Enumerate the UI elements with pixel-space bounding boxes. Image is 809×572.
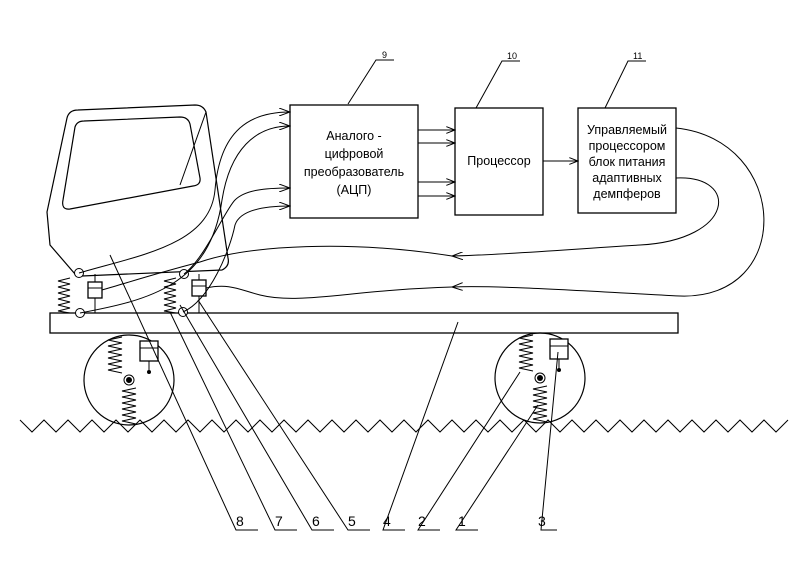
power-line-2: процессором bbox=[589, 139, 666, 153]
cab-damper-left bbox=[87, 274, 103, 313]
cab-damper-right bbox=[191, 274, 207, 313]
power-line-3: блок питания bbox=[589, 155, 666, 169]
block-number-9: 9 bbox=[382, 50, 387, 60]
adc-block: Аналого - цифровой преобразователь (АЦП) bbox=[289, 104, 419, 219]
power-block: Управляемый процессором блок питания ада… bbox=[577, 107, 677, 214]
processor-block: Процессор bbox=[454, 107, 544, 216]
power-line-5: демпферов bbox=[593, 187, 661, 201]
callout-6: 6 bbox=[312, 513, 320, 529]
callout-3: 3 bbox=[538, 513, 546, 529]
power-line-1: Управляемый bbox=[587, 123, 667, 137]
block-number-11: 11 bbox=[633, 51, 642, 61]
callout-1: 1 bbox=[458, 513, 466, 529]
cab-spring-left bbox=[57, 277, 71, 314]
adc-line-3: преобразователь bbox=[304, 165, 404, 179]
callout-2: 2 bbox=[418, 513, 426, 529]
adc-line-2: цифровой bbox=[325, 147, 384, 161]
power-line-4: адаптивных bbox=[592, 171, 662, 185]
processor-label: Процессор bbox=[467, 154, 530, 168]
adc-line-1: Аналого - bbox=[326, 129, 381, 143]
chassis-frame bbox=[49, 312, 679, 334]
callout-7: 7 bbox=[275, 513, 283, 529]
wheel-right bbox=[494, 332, 586, 424]
callout-5: 5 bbox=[348, 513, 356, 529]
wheel-left bbox=[83, 334, 175, 426]
truck-cab bbox=[46, 104, 229, 277]
cab-side-line bbox=[179, 111, 207, 186]
callout-4: 4 bbox=[383, 513, 391, 529]
cab-window bbox=[62, 116, 201, 210]
adc-line-4: (АЦП) bbox=[337, 183, 372, 197]
block-number-10: 10 bbox=[507, 51, 517, 61]
cab-spring-right bbox=[163, 277, 177, 314]
road-surface bbox=[19, 419, 789, 433]
callout-8: 8 bbox=[236, 513, 244, 529]
